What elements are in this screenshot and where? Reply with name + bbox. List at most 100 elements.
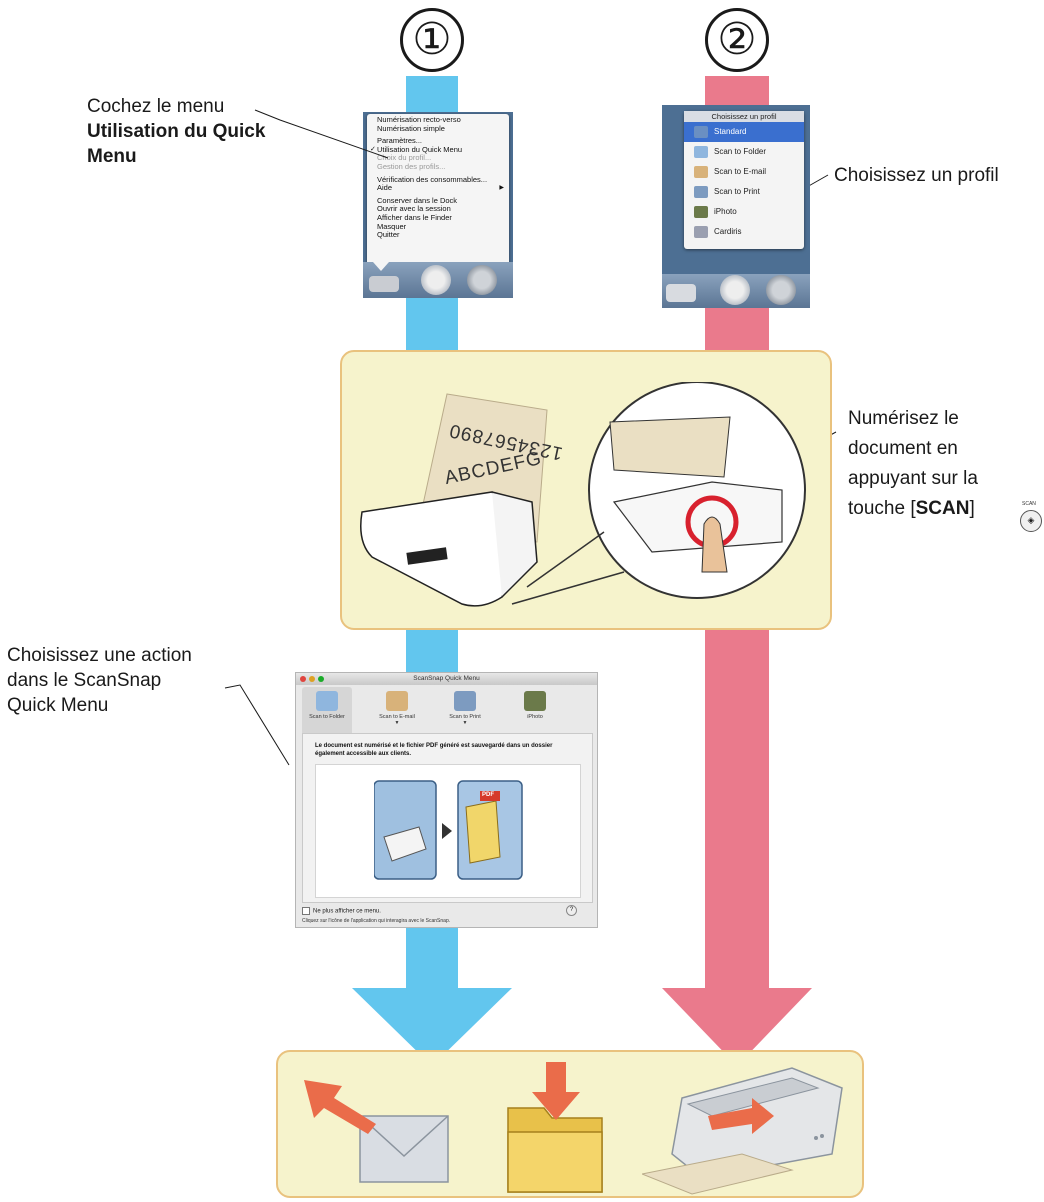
quick-menu-tab-icon <box>386 691 408 711</box>
note-action-line2: dans le ScanSnap <box>7 670 162 691</box>
menu-item[interactable]: Numérisation simple <box>377 123 445 133</box>
quick-menu-tab[interactable]: Scan to E-mail▼ <box>372 687 422 733</box>
trash-dock-icon <box>467 265 497 295</box>
quick-menu-tab[interactable]: Scan to Print▼ <box>440 687 490 733</box>
flow-lane-two <box>705 307 769 352</box>
profile-item[interactable]: Standard <box>684 122 804 142</box>
flow-arrowhead-one <box>352 988 512 1066</box>
step-one-marker: ① <box>400 8 464 72</box>
folder-icon <box>507 1062 603 1193</box>
profile-label: Scan to Folder <box>714 147 767 156</box>
profile-icon <box>694 126 708 138</box>
profile-icon <box>694 206 708 218</box>
note-action-line3: Quick Menu <box>7 695 109 716</box>
quick-menu-tab-label: iPhoto <box>527 714 543 720</box>
menu-item[interactable]: Paramètres... <box>377 136 423 146</box>
dock-bar <box>363 262 513 298</box>
menu-item[interactable]: Aide <box>367 184 509 193</box>
scan-button-label: SCAN <box>1022 501 1036 507</box>
menu-item[interactable]: Numérisation recto-verso <box>377 115 461 124</box>
menu-item[interactable]: Masquer <box>377 221 407 231</box>
flow-lane-one <box>406 76 458 112</box>
output-panel <box>276 1050 864 1198</box>
flow-lane-one <box>406 630 458 672</box>
profile-label: Scan to E-mail <box>714 167 767 176</box>
flow-lane-two <box>705 630 769 990</box>
dont-show-label: Ne plus afficher ce menu. <box>313 908 381 915</box>
profile-label: iPhoto <box>714 207 737 216</box>
printer-icon <box>642 1067 843 1195</box>
profile-icon <box>694 166 708 178</box>
email-envelope-icon <box>304 1080 449 1183</box>
profile-popup-header: Choisissez un profil <box>684 111 804 122</box>
profile-label: Cardiris <box>714 227 742 236</box>
quick-menu-tab-icon <box>316 691 338 711</box>
pdf-badge: PDF <box>482 792 494 798</box>
quick-menu-description: Le document est numérisé et le fichier P… <box>315 743 553 757</box>
quick-menu-preview: PDF <box>315 764 581 898</box>
menu-item: Choix du profil... <box>377 153 432 163</box>
menu-item[interactable]: Vérification des consommables... <box>377 174 488 184</box>
window-minimize-icon[interactable] <box>309 676 315 682</box>
step-two-marker: ② <box>705 8 769 72</box>
scan-button-icon: ◈ <box>1020 510 1042 532</box>
menu-item[interactable]: Afficher dans le Finder <box>377 212 452 222</box>
profile-item[interactable]: Cardiris <box>684 222 804 242</box>
profile-item[interactable]: iPhoto <box>684 202 804 222</box>
note-check-menu-prefix: Cochez le menu <box>87 96 225 117</box>
menu-item[interactable]: Utilisation du Quick Menu <box>367 145 509 155</box>
quick-menu-hint: Cliquez sur l'icône de l'application qui… <box>302 918 451 924</box>
note-scan-line2: document en <box>848 438 958 459</box>
trash-dock-icon <box>766 275 796 305</box>
dont-show-checkbox[interactable] <box>302 907 310 915</box>
quick-menu-tab-label: Scan to Folder <box>309 714 345 720</box>
dont-show-checkbox-row[interactable]: Ne plus afficher ce menu. <box>302 907 381 915</box>
profile-item[interactable]: Scan to E-mail <box>684 162 804 182</box>
note-scan-key: SCAN <box>915 498 970 519</box>
flow-lane-one <box>406 298 458 352</box>
quick-menu-body: Le document est numérisé et le fichier P… <box>302 733 593 903</box>
profile-label: Standard <box>714 127 747 136</box>
mail-dock-icon <box>720 275 750 305</box>
profile-icon <box>694 146 708 158</box>
dock-bar <box>662 274 810 308</box>
note-scan-line1: Numérisez le <box>848 408 959 429</box>
scan-to-folder-illustration <box>374 780 523 880</box>
help-button[interactable]: ? <box>566 905 577 916</box>
menu-item[interactable]: Ouvrir avec la session <box>377 204 451 214</box>
menu-item[interactable]: Quitter <box>377 230 400 240</box>
scan-panel: 1234567890 ABCDEFG <box>340 350 832 630</box>
profile-label: Scan to Print <box>714 187 760 196</box>
profile-item[interactable]: Scan to Print <box>684 182 804 202</box>
quick-menu-tab[interactable]: Scan to Folder <box>302 687 352 733</box>
note-check-menu: Cochez le menu Utilisation du Quick Menu <box>87 94 287 169</box>
quick-menu-titlebar: ScanSnap Quick Menu <box>296 673 597 685</box>
profile-icon <box>694 226 708 238</box>
chevron-down-icon[interactable]: ▼ <box>462 720 468 726</box>
flow-arrowhead-two <box>662 988 812 1066</box>
note-scan-suffix: ] <box>969 498 975 519</box>
menu-item[interactable]: Conserver dans le Dock <box>377 195 458 205</box>
mail-dock-icon <box>421 265 451 295</box>
quick-menu-tab-label: Scan to E-mail <box>379 714 415 720</box>
note-scan-line4: touche [SCAN] <box>848 494 1044 524</box>
scanner-illustration <box>360 382 806 607</box>
flow-lane-one <box>406 928 458 990</box>
note-check-menu-bold: Utilisation du Quick Menu <box>87 121 266 167</box>
quick-menu-tab-icon <box>454 691 476 711</box>
profile-item[interactable]: Scan to Folder <box>684 142 804 162</box>
quick-menu-tab-icon <box>524 691 546 711</box>
quick-menu-tab[interactable]: iPhoto <box>510 687 560 733</box>
scanner-dock-icon <box>666 284 696 302</box>
chevron-down-icon[interactable]: ▼ <box>394 720 400 726</box>
note-scan-prefix: touche [ <box>848 498 916 519</box>
menu-pointer <box>373 262 389 271</box>
note-choose-action: Choisissez une action dans le ScanSnap Q… <box>7 643 247 718</box>
note-action-line1: Choisissez une action <box>7 645 192 666</box>
window-close-icon[interactable] <box>300 676 306 682</box>
window-zoom-icon[interactable] <box>318 676 324 682</box>
